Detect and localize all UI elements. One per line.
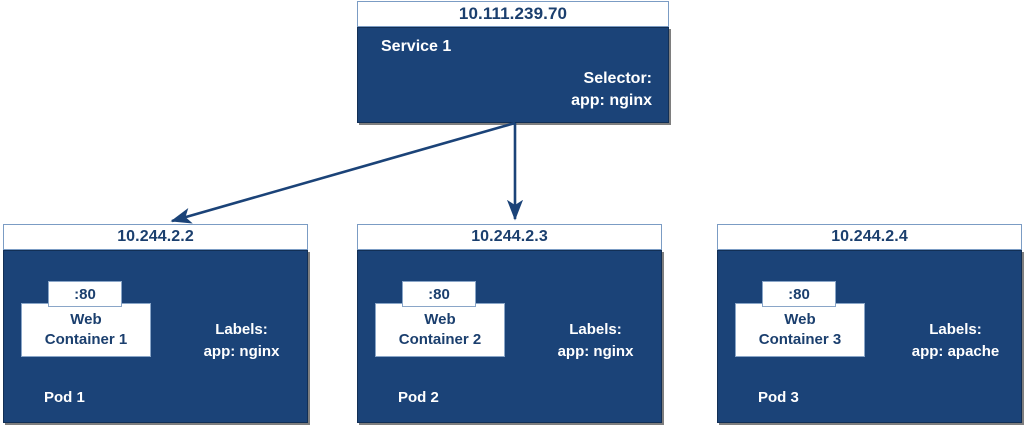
pod-1-container-box[interactable]: Web Container 1 [21,303,151,357]
pod-3-container-line-1: Web [784,311,816,328]
pod-2-container-line-1: Web [424,311,456,328]
pod-node-1[interactable]: 10.244.2.2 :80 Web Container 1 Labels: a… [3,224,308,423]
pod-1-name-label: Pod 1 [44,389,85,406]
pod-3-container-line-2: Container 3 [758,331,842,348]
pod-2-container-box[interactable]: Web Container 2 [375,303,505,357]
service-ip-header: 10.111.239.70 [357,1,669,27]
pod-2-port-chip: :80 [402,281,476,307]
pod-1-body: :80 Web Container 1 Labels: app: nginx P… [3,250,308,423]
pod-2-labels-block: Labels: app: nginx [533,319,658,363]
pod-3-container-box[interactable]: Web Container 3 [735,303,865,357]
pod-1-labels-value: app: nginx [203,343,280,360]
pod-3-labels-value: app: apache [911,343,1000,360]
pod-3-port-chip: :80 [762,281,836,307]
pod-1-ip-header: 10.244.2.2 [3,224,308,250]
pod-2-name-label: Pod 2 [398,389,439,406]
arrow-service-to-pod-1 [170,121,516,224]
pod-1-labels-block: Labels: app: nginx [179,319,304,363]
service-name-label: Service 1 [381,38,452,55]
pod-2-labels-value: app: nginx [557,343,634,360]
pod-1-labels-label: Labels: [215,321,268,338]
pod-3-body: :80 Web Container 3 Labels: app: apache … [717,250,1022,423]
pod-3-labels-block: Labels: app: apache [893,319,1018,363]
pod-3-name-label: Pod 3 [758,389,799,406]
service-selector-value: app: nginx [571,92,652,109]
pod-3-ip-header: 10.244.2.4 [717,224,1022,250]
pod-node-2[interactable]: 10.244.2.3 :80 Web Container 2 Labels: a… [357,224,662,423]
pod-2-body: :80 Web Container 2 Labels: app: nginx P… [357,250,662,423]
service-selector-label: Selector: [583,70,652,87]
pod-2-container-line-2: Container 2 [398,331,482,348]
pod-3-labels-label: Labels: [929,321,982,338]
pod-1-container-line-1: Web [70,311,102,328]
pod-2-labels-label: Labels: [569,321,622,338]
service-node[interactable]: 10.111.239.70 Service 1 Selector: app: n… [357,1,669,123]
service-selector-block: Selector: app: nginx [571,68,652,112]
pod-1-container-line-2: Container 1 [44,331,128,348]
pod-1-port-chip: :80 [48,281,122,307]
service-body: Service 1 Selector: app: nginx [357,27,669,123]
pod-node-3[interactable]: 10.244.2.4 :80 Web Container 3 Labels: a… [717,224,1022,423]
pod-2-ip-header: 10.244.2.3 [357,224,662,250]
